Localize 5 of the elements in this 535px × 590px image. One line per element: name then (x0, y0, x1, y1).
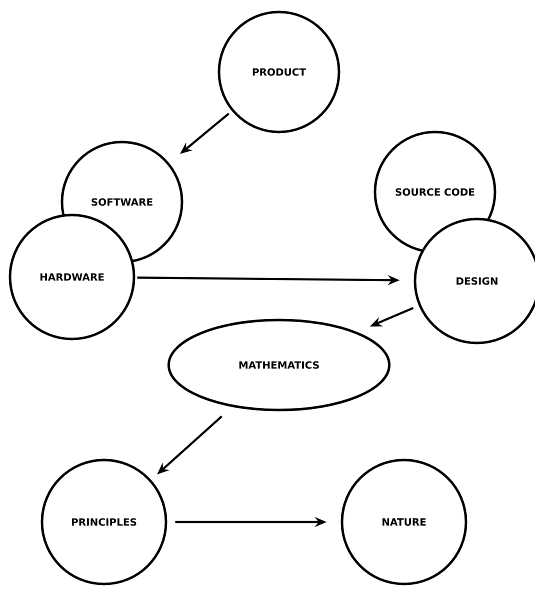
circle-node: NATURE (340, 458, 468, 586)
circle-node: PRODUCT (218, 10, 340, 134)
circle-node: HARDWARE (8, 214, 136, 340)
ellipse-node: MATHEMATICS (167, 318, 391, 412)
circle-node: PRINCIPLES (40, 458, 168, 586)
